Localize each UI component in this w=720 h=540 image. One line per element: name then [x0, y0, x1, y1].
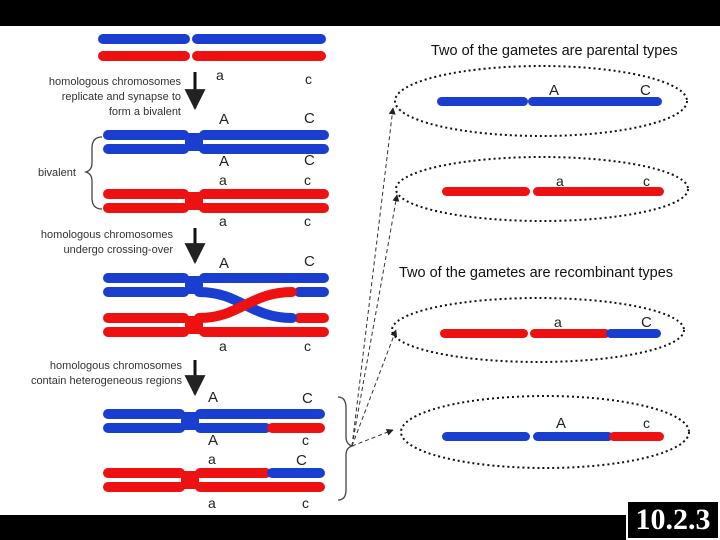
allele-c: c [304, 213, 311, 229]
allele-A: A [556, 415, 566, 432]
top-black-bar [0, 0, 720, 26]
allele-c: c [302, 432, 309, 448]
step2-label-line1: homologous chromosomes [41, 229, 174, 241]
gamete-chromosome-red [440, 329, 528, 338]
slide-number: 10.2.3 [626, 500, 720, 540]
allele-a: a [219, 338, 227, 354]
parental-heading: Two of the gametes are parental types [431, 43, 678, 59]
crossover-chromosomes [103, 273, 329, 337]
allele-c: c [302, 495, 309, 511]
allele-C: C [640, 82, 651, 99]
step3-label-line1: homologous chromosomes [50, 360, 183, 372]
allele-a: a [216, 67, 224, 83]
gamete-chromosome-blue [442, 432, 530, 441]
bivalent-bracket [83, 136, 103, 210]
gamete-chromosome-red [533, 187, 664, 196]
allele-A: A [219, 153, 229, 170]
allele-A: A [549, 82, 559, 99]
allele-a: a [208, 495, 216, 511]
gamete-chromosome-red [442, 187, 530, 196]
gamete-ellipse [391, 297, 685, 363]
stage1-chromosomes [98, 34, 326, 61]
allele-a: a [219, 213, 227, 229]
gamete-chromosome-blue [606, 329, 661, 338]
step1-label-line2: replicate and synapse to [62, 91, 181, 103]
allele-C: C [304, 253, 315, 270]
red-chromosome [98, 51, 190, 61]
allele-c: c [304, 172, 311, 188]
gamete-chromosome-blue [437, 97, 528, 106]
allele-a: a [554, 314, 562, 330]
allele-A: A [208, 432, 218, 449]
gamete-ellipse [400, 395, 690, 469]
allele-C: C [304, 152, 315, 169]
allele-A: A [219, 255, 229, 272]
recombined-blue-pair [103, 409, 325, 433]
gamete-chromosome-red [530, 329, 610, 338]
step1-label-line1: homologous chromosomes [49, 76, 182, 88]
products-bracket [337, 396, 355, 501]
step3-label-line2: contain heterogeneous regions [31, 375, 183, 387]
allele-a: a [208, 451, 216, 467]
allele-C: C [304, 110, 315, 127]
gamete-ellipse [394, 65, 688, 137]
blue-chromosome [192, 34, 326, 44]
recombinant-heading: Two of the gametes are recombinant types [399, 265, 673, 281]
allele-A: A [208, 389, 218, 406]
blue-chromosome [98, 34, 190, 44]
allele-c: c [643, 173, 650, 189]
allele-c: c [305, 71, 312, 87]
red-chromosome [192, 51, 326, 61]
allele-C: C [641, 314, 652, 331]
gamete-chromosome-red [609, 432, 664, 441]
gamete-chromosome-blue [533, 432, 613, 441]
bottom-black-bar [0, 515, 720, 540]
allele-A: A [219, 111, 229, 128]
allele-C: C [302, 390, 313, 407]
bivalent-red-pair [103, 189, 329, 213]
bivalent-label: bivalent [38, 167, 76, 179]
allele-c: c [304, 338, 311, 354]
step1-label-line3: form a bivalent [109, 106, 181, 118]
gamete-ellipse [395, 156, 689, 222]
bivalent-blue-pair [103, 130, 329, 154]
allele-C: C [296, 452, 307, 469]
gamete-chromosome-blue [528, 97, 662, 106]
recombined-red-pair [103, 468, 325, 492]
allele-c: c [643, 415, 650, 431]
step2-label-line2: undergo crossing-over [64, 244, 174, 256]
allele-a: a [219, 172, 227, 188]
allele-a: a [556, 173, 564, 189]
gamete-arrows [351, 107, 400, 447]
